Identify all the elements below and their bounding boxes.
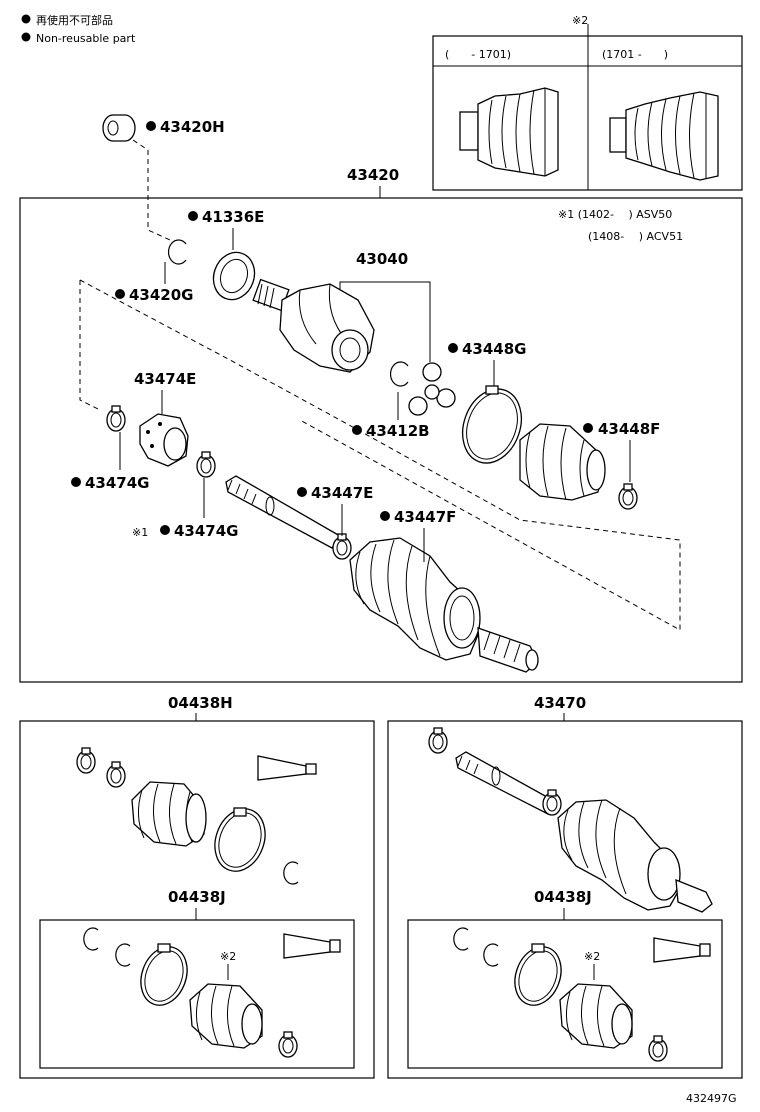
- label-04438H: 04438H: [168, 694, 233, 712]
- part-41336E-drawing: [212, 251, 256, 301]
- part-43412B-ring-drawing: [390, 361, 409, 387]
- legend-bullet-icon: [21, 14, 31, 24]
- part-43448F-drawing: [618, 483, 638, 510]
- non-reusable-bullet-icon: [115, 289, 125, 299]
- part-boot-inner-drawing: [519, 423, 606, 501]
- kit-04438J-left-parts-drawing: [83, 927, 341, 1058]
- non-reusable-bullet-icon: [146, 121, 156, 131]
- label-43470: 43470: [534, 694, 586, 712]
- label-43474E: 43474E: [134, 370, 196, 388]
- label-41336E: 41336E: [202, 208, 264, 226]
- kit-43470-parts-drawing: [428, 727, 713, 913]
- label-43447E: 43447E: [311, 484, 373, 502]
- label-43448G: 43448G: [462, 340, 527, 358]
- legend-line-1: 再使用不可部品: [36, 13, 113, 27]
- note2-marker: ※2: [572, 14, 588, 27]
- non-reusable-bullet-icon: [380, 511, 390, 521]
- non-reusable-bullet-icon: [583, 423, 593, 433]
- label-43420: 43420: [347, 166, 399, 184]
- kit-04438J-left-box: [39, 919, 355, 1069]
- part-shaft-assembly-drawing: [225, 475, 539, 673]
- legend-bullet-icon: [21, 32, 31, 42]
- legend-line-2: Non-reusable part: [36, 32, 136, 45]
- label-04438J-left: 04438J: [168, 888, 226, 906]
- label-43474G-b-prefix: ※1: [132, 526, 148, 539]
- non-reusable-bullet-icon: [297, 487, 307, 497]
- non-reusable-bullet-icon: [160, 525, 170, 535]
- boot-pre-1701-drawing: [459, 87, 559, 177]
- part-43474G-clamp-drawing: [196, 451, 216, 478]
- boot-post-1701-drawing: [609, 91, 719, 181]
- label-43420H: 43420H: [160, 118, 225, 136]
- figure-id: 432497G: [686, 1092, 737, 1105]
- assembly-43420-box: [19, 197, 743, 683]
- label-43447F: 43447F: [394, 508, 456, 526]
- kit-04438J-right-box: [407, 919, 723, 1069]
- note1-line-1: ※1 (1402- ) ASV50: [558, 208, 672, 221]
- part-43474E-drawing: [139, 413, 189, 467]
- non-reusable-bullet-icon: [352, 425, 362, 435]
- kit-04438H-parts-drawing: [76, 747, 317, 885]
- note2-left-header: ( - 1701): [445, 48, 511, 61]
- part-tripod-drawing: [408, 362, 456, 416]
- part-43448G-drawing: [462, 385, 522, 464]
- label-04438J-right: 04438J: [534, 888, 592, 906]
- note2-right-header: (1701 - ): [602, 48, 668, 61]
- kit-04438H-box: [19, 720, 375, 1079]
- mark2-right: ※2: [584, 950, 600, 963]
- non-reusable-bullet-icon: [188, 211, 198, 221]
- part-43420G-drawing: [168, 239, 187, 265]
- kit-04438J-right-parts-drawing: [453, 927, 711, 1062]
- part-43040-drawing: [252, 278, 375, 373]
- label-43448F: 43448F: [598, 420, 660, 438]
- part-43474G-clamp-drawing: [106, 405, 126, 432]
- label-43474G-b: 43474G: [174, 522, 239, 540]
- non-reusable-bullet-icon: [448, 343, 458, 353]
- kit-43470-box: [387, 720, 743, 1079]
- note1-line-2: (1408- ) ACV51: [588, 230, 683, 243]
- label-43412B: 43412B: [366, 422, 430, 440]
- part-43420H-drawing: [102, 114, 136, 142]
- non-reusable-bullet-icon: [71, 477, 81, 487]
- label-43040: 43040: [356, 250, 408, 268]
- label-43420G: 43420G: [129, 286, 194, 304]
- mark2-left: ※2: [220, 950, 236, 963]
- label-43474G-a: 43474G: [85, 474, 150, 492]
